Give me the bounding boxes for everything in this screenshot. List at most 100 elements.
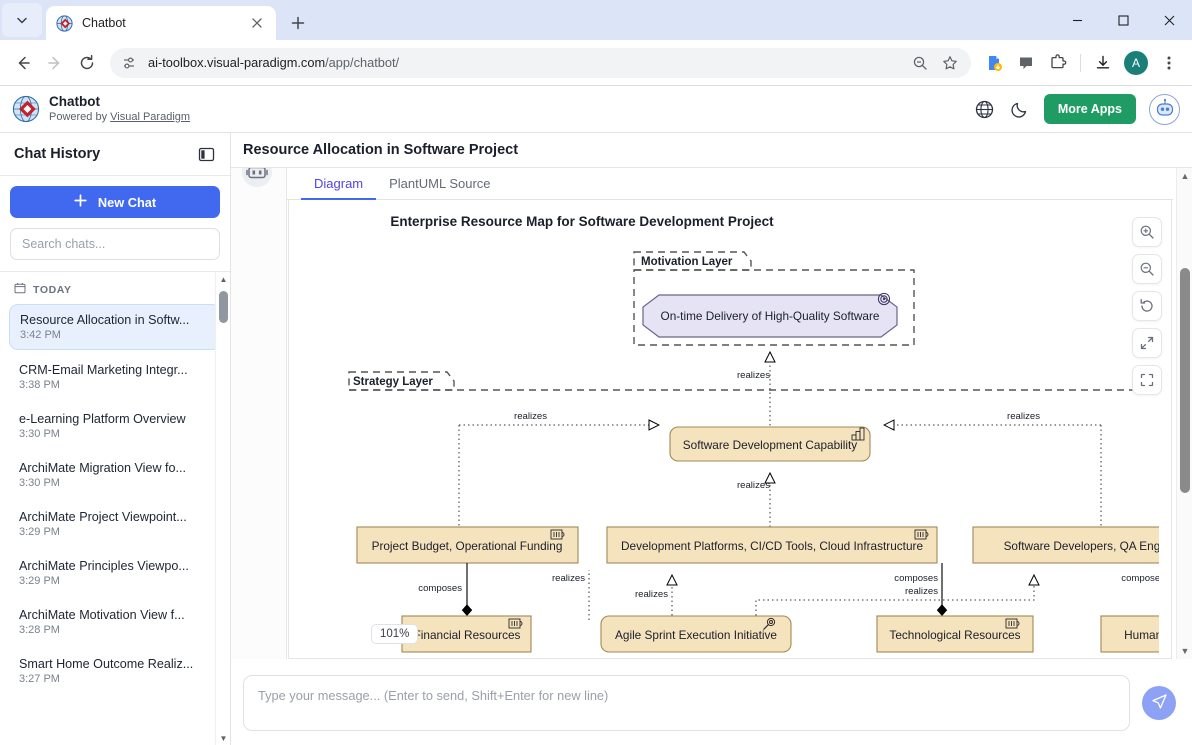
node-fin[interactable] xyxy=(401,615,532,653)
close-icon[interactable] xyxy=(248,14,266,32)
chat-list-item[interactable]: ArchiMate Principles Viewpo...3:29 PM xyxy=(9,551,221,595)
edge-label-composes: composes xyxy=(1121,573,1159,584)
star-icon[interactable] xyxy=(939,52,961,74)
chat-list-item[interactable]: ArchiMate Project Viewpoint...3:29 PM xyxy=(9,502,221,546)
edge-label-realizes: realizes xyxy=(905,586,938,597)
tab-search-chevron-icon[interactable] xyxy=(2,3,42,37)
capability-grid-icon xyxy=(851,427,865,441)
node-cap[interactable] xyxy=(669,426,871,462)
chat-item-title: ArchiMate Principles Viewpo... xyxy=(19,559,189,573)
new-chat-button[interactable]: New Chat xyxy=(10,186,220,218)
edge-label-composes: composes xyxy=(894,573,938,584)
dark-mode-moon-icon[interactable] xyxy=(1009,98,1031,120)
chat-item-title: ArchiMate Motivation View f... xyxy=(19,608,185,622)
profile-avatar[interactable]: A xyxy=(1124,50,1148,75)
node-platforms[interactable] xyxy=(606,526,938,564)
robot-avatar-icon xyxy=(242,168,272,187)
node-agile[interactable] xyxy=(600,615,792,653)
node-cap-label: Software Development Capability xyxy=(683,438,858,452)
node-budget-label: Project Budget, Operational Funding xyxy=(372,539,563,553)
tab-plantuml-source[interactable]: PlantUML Source xyxy=(389,175,491,191)
edge-label-realizes: realizes xyxy=(514,411,547,422)
chat-list-item[interactable]: Smart Home Outcome Realiz...3:27 PM xyxy=(9,649,221,693)
visual-paradigm-link[interactable]: Visual Paradigm xyxy=(110,110,191,123)
node-tech[interactable] xyxy=(876,615,1034,653)
chat-list: TODAY Resource Allocation in Softw...3:4… xyxy=(0,272,230,745)
fit-screen-button[interactable] xyxy=(1132,365,1162,395)
zoom-out-button[interactable] xyxy=(1132,254,1162,284)
tune-settings-icon[interactable] xyxy=(118,52,140,74)
node-human-label: Human Resources xyxy=(1124,628,1159,642)
chatbot-avatar-icon[interactable] xyxy=(1149,93,1180,125)
fullscreen-button[interactable] xyxy=(1132,328,1162,358)
edge-agile-devs xyxy=(755,575,1034,620)
forward-arrow-icon[interactable] xyxy=(40,48,70,78)
zoom-out-magnifier-icon[interactable] xyxy=(909,52,931,74)
edge-label-realizes: realizes xyxy=(1007,411,1040,422)
url-text: ai-toolbox.visual-paradigm.com/app/chatb… xyxy=(148,55,901,70)
extensions-puzzle-icon[interactable] xyxy=(1043,48,1073,78)
page-scroll-up-arrow[interactable]: ▲ xyxy=(1180,171,1190,181)
node-human[interactable] xyxy=(1100,615,1159,653)
scroll-down-arrow[interactable]: ▼ xyxy=(219,733,228,743)
composer-box[interactable] xyxy=(243,674,1130,731)
powered-prefix: Powered by xyxy=(49,110,111,123)
chat-item-time: 3:28 PM xyxy=(19,624,60,636)
chat-history-title: Chat History xyxy=(14,146,101,162)
reset-view-button[interactable] xyxy=(1132,291,1162,321)
chat-item-title: e-Learning Platform Overview xyxy=(19,412,186,426)
page-scrollbar-thumb[interactable] xyxy=(1180,268,1190,493)
edge-label-composes: composes xyxy=(418,583,462,594)
message-input[interactable] xyxy=(258,687,1115,703)
search-input[interactable] xyxy=(10,228,220,260)
sidebar-header: Chat History xyxy=(0,133,230,176)
maximize-icon[interactable] xyxy=(1100,0,1146,40)
address-bar[interactable]: ai-toolbox.visual-paradigm.com/app/chatb… xyxy=(110,47,971,78)
diagram-canvas[interactable]: Enterprise Resource Map for Software Dev… xyxy=(288,200,1172,659)
chat-item-title: ArchiMate Migration View fo... xyxy=(19,461,187,475)
resource-icon xyxy=(508,618,523,629)
node-budget[interactable] xyxy=(356,526,579,564)
motivation-layer-label: Motivation Layer xyxy=(641,256,733,268)
tab-diagram[interactable]: Diagram xyxy=(301,168,377,200)
three-dot-menu-icon[interactable] xyxy=(1154,48,1184,78)
scroll-up-arrow[interactable]: ▲ xyxy=(219,274,228,284)
document-download-extension-icon[interactable] xyxy=(979,48,1009,78)
close-icon[interactable] xyxy=(1146,0,1192,40)
more-apps-button[interactable]: More Apps xyxy=(1043,94,1136,124)
chat-bubble-icon[interactable] xyxy=(1011,48,1041,78)
message-composer xyxy=(231,659,1192,745)
chat-list-item[interactable]: CRM-Email Marketing Integr...3:38 PM xyxy=(9,355,221,399)
header-actions: More Apps xyxy=(974,93,1180,125)
chat-list-item[interactable]: Resource Allocation in Softw...3:42 PM xyxy=(9,304,221,350)
goal-target-icon xyxy=(877,292,891,306)
downloads-icon[interactable] xyxy=(1088,48,1118,78)
back-arrow-icon[interactable] xyxy=(8,48,38,78)
powered-by: Powered by Visual Paradigm xyxy=(49,111,190,124)
browser-tab[interactable]: Chatbot xyxy=(46,6,276,40)
chat-item-title: Resource Allocation in Softw... xyxy=(20,313,190,327)
reload-icon[interactable] xyxy=(72,48,102,78)
zoom-in-button[interactable] xyxy=(1132,217,1162,247)
plus-icon[interactable] xyxy=(284,9,312,37)
chat-list-item[interactable]: ArchiMate Motivation View f... 3:28 PM xyxy=(9,600,221,644)
page-scrollbar[interactable]: ▲ ▼ xyxy=(1176,168,1192,659)
diagram-title: Enterprise Resource Map for Software Dev… xyxy=(390,214,774,229)
send-button[interactable] xyxy=(1142,685,1176,720)
chat-item-title: ArchiMate Project Viewpoint... xyxy=(19,510,187,524)
node-devs[interactable] xyxy=(972,526,1159,564)
chat-list-item[interactable]: ArchiMate Migration View fo...3:30 PM xyxy=(9,453,221,497)
panel-collapse-icon[interactable] xyxy=(196,144,216,164)
node-goal[interactable] xyxy=(642,294,898,338)
minimize-icon[interactable] xyxy=(1054,0,1100,40)
node-devs-label: Software Developers, QA Engineers xyxy=(1004,539,1159,553)
sidebar: Chat History New Chat TODAY Resource All… xyxy=(0,133,231,745)
scrollbar-thumb[interactable] xyxy=(219,291,228,323)
send-paper-plane-icon xyxy=(1151,693,1168,713)
archimate-diagram[interactable]: Enterprise Resource Map for Software Dev… xyxy=(289,200,1159,659)
language-globe-icon[interactable] xyxy=(974,98,996,120)
page-scroll-down-arrow[interactable]: ▼ xyxy=(1180,646,1190,656)
brand[interactable]: Chatbot Powered by Visual Paradigm xyxy=(12,94,190,123)
sidebar-scrollbar[interactable]: ▲ ▼ xyxy=(215,272,230,745)
